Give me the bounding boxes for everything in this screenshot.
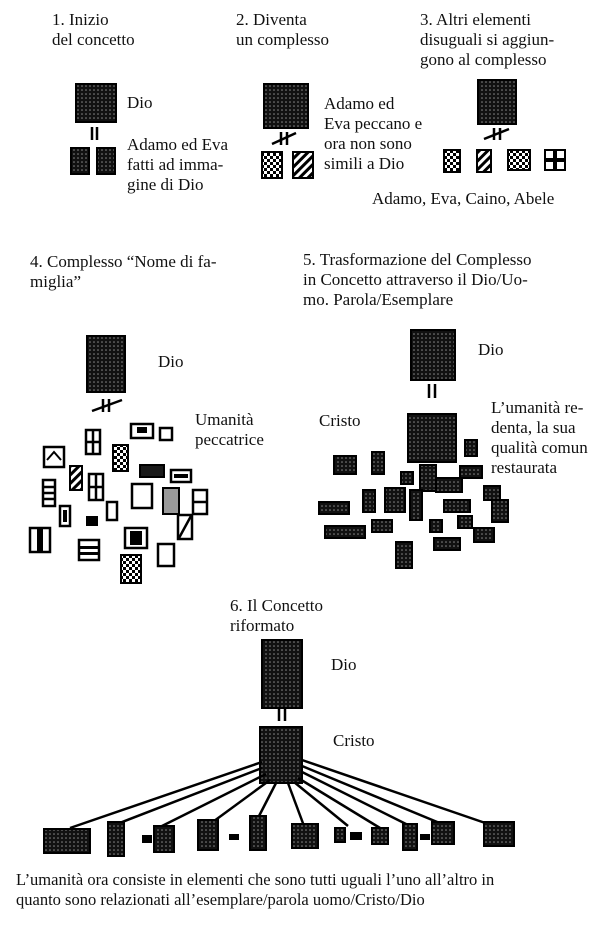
panel3-god-square bbox=[477, 79, 517, 125]
panel1-caption: Adamo ed Eva fatti ad imma- gine di Dio bbox=[127, 135, 229, 194]
panel3-cain-square bbox=[507, 149, 531, 171]
panel6-equal-humanity-row bbox=[43, 815, 515, 857]
panel3-adam-square bbox=[443, 149, 461, 173]
panel4-graphic bbox=[28, 335, 209, 584]
panel2-adam-square bbox=[261, 151, 283, 179]
panel4-caption: Umanità peccatrice bbox=[195, 410, 264, 449]
panel4-title: 4. Complesso “Nome di fa- miglia” bbox=[30, 252, 217, 291]
panel1-title: 1. Inizio del concetto bbox=[52, 10, 135, 49]
panel6-graphic bbox=[43, 639, 515, 857]
panel5-title: 5. Trasformazione del Complesso in Conce… bbox=[303, 250, 532, 309]
panel4-god-square bbox=[86, 335, 126, 393]
footer-caption: L’umanità ora consiste in elementi che s… bbox=[16, 870, 495, 909]
panel3-eve-square bbox=[476, 149, 492, 173]
panel2-god-square bbox=[263, 83, 309, 129]
panel6-connecting-lines bbox=[69, 758, 495, 830]
panel3-title: 3. Altri elementi disuguali si aggiun- g… bbox=[420, 10, 555, 69]
panel5-caption: L’umanità re- denta, la sua qualità comu… bbox=[491, 398, 588, 477]
panel3-graphic bbox=[443, 79, 566, 173]
panel2-title: 2. Diventa un complesso bbox=[236, 10, 330, 49]
panel1-god-square bbox=[75, 83, 117, 123]
panel6-christ-square bbox=[259, 726, 303, 784]
panel5-dio-label: Dio bbox=[478, 340, 504, 359]
panel1-eve-square bbox=[96, 147, 116, 175]
panel2-caption: Adamo ed Eva peccano e ora non sono simi… bbox=[324, 94, 423, 173]
panel3-caption: Adamo, Eva, Caino, Abele bbox=[372, 189, 555, 208]
panel5-cristo-label: Cristo bbox=[319, 411, 361, 430]
panel1-adam-square bbox=[70, 147, 90, 175]
panel2-graphic bbox=[261, 83, 314, 179]
panel5-graphic bbox=[318, 329, 509, 569]
panel2-eve-square bbox=[292, 151, 314, 179]
panel1-graphic bbox=[70, 83, 117, 175]
panel6-title: 6. Il Concetto riformato bbox=[230, 596, 324, 635]
panel4-sinful-humanity-cluster bbox=[28, 422, 209, 584]
panel6-dio-label: Dio bbox=[331, 655, 357, 674]
panel4-dio-label: Dio bbox=[158, 352, 184, 371]
panel5-redeemed-humanity-cluster bbox=[318, 439, 509, 569]
panel5-god-square bbox=[410, 329, 456, 381]
panel1-dio-label: Dio bbox=[127, 93, 153, 112]
panel6-god-square bbox=[261, 639, 303, 709]
panel6-cristo-label: Cristo bbox=[333, 731, 375, 750]
panel5-christ-square bbox=[407, 413, 457, 463]
